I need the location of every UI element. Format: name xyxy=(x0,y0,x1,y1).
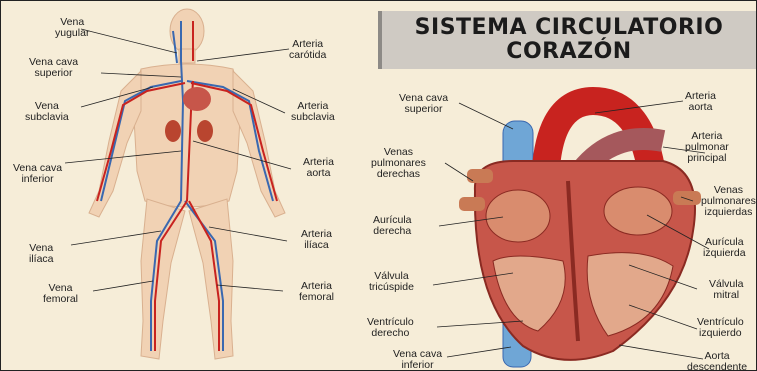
label-vena-femoral: Vena femoral xyxy=(43,283,78,305)
heart-label-ventriculo-derecho: Ventrículo derecho xyxy=(367,317,414,339)
heart-label-valvula-tricuspide: Válvula tricúspide xyxy=(369,271,414,293)
heart-label-arteria-pulmonar-principal: Arteria pulmonar principal xyxy=(685,131,729,164)
pulmonary-veins-right xyxy=(459,197,485,211)
heart-label-venas-pulmonares-derechas: Venas pulmonares derechas xyxy=(371,147,426,180)
left-atrium xyxy=(604,187,672,235)
heart-label-ventriculo-izquierdo: Ventrículo izquierdo xyxy=(697,317,744,339)
label-arteria-carotida: Arteria carótida xyxy=(289,39,326,61)
right-kidney xyxy=(197,120,213,142)
heart-label-vena-cava-superior: Vena cava superior xyxy=(399,93,448,115)
label-arteria-aorta: Arteria aorta xyxy=(303,157,334,179)
heart-label-venas-pulmonares-izquierdas: Venas pulmonares izquierdas xyxy=(701,185,756,218)
pulmonary-veins-right-upper xyxy=(467,169,493,183)
body-circulation-panel: Vena yugular Vena cava superior Vena sub… xyxy=(1,1,363,370)
label-vena-cava-inferior: Vena cava inferior xyxy=(13,163,62,185)
heart-label-auricula-derecha: Aurícula derecha xyxy=(373,215,412,237)
label-arteria-femoral: Arteria femoral xyxy=(299,281,334,303)
heart-label-arteria-aorta: Arteria aorta xyxy=(685,91,716,113)
heart-label-aorta-descendente: Aorta descendente xyxy=(687,351,747,371)
label-vena-iliaca: Vena ilíaca xyxy=(29,243,54,265)
pulmonary-veins-left xyxy=(673,191,701,205)
left-kidney xyxy=(165,120,181,142)
heart-label-vena-cava-inferior: Vena cava inferior xyxy=(393,349,442,371)
label-vena-cava-superior: Vena cava superior xyxy=(29,57,78,79)
heart-panel: SISTEMA CIRCULATORIO CORAZÓN xyxy=(363,1,756,370)
body-heart xyxy=(183,87,211,111)
label-arteria-subclavia: Arteria subclavia xyxy=(291,101,335,123)
right-atrium xyxy=(486,190,550,242)
heart-label-auricula-izquierda: Aurícula izquierda xyxy=(703,237,746,259)
heart-illustration xyxy=(363,1,756,370)
label-vena-subclavia: Vena subclavia xyxy=(25,101,69,123)
heart-label-valvula-mitral: Válvula mitral xyxy=(709,279,743,301)
label-arteria-iliaca: Arteria ilíaca xyxy=(301,229,332,251)
label-vena-yugular: Vena yugular xyxy=(55,17,89,39)
